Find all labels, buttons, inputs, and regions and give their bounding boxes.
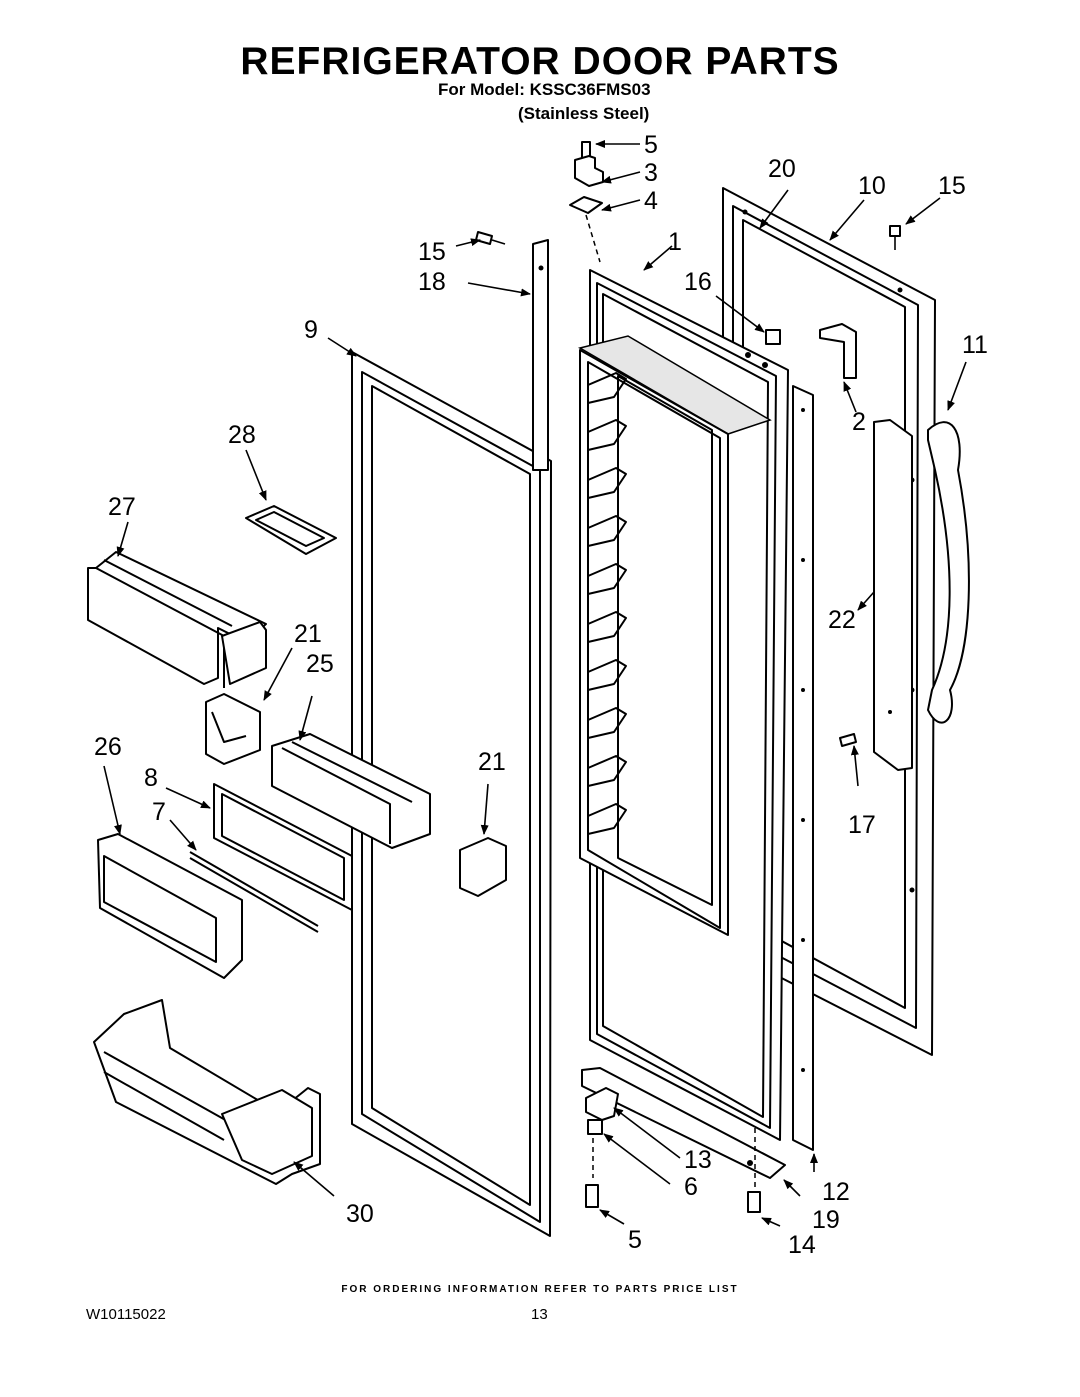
ordering-note: FOR ORDERING INFORMATION REFER TO PARTS … bbox=[341, 1284, 739, 1295]
callout-8: 8 bbox=[144, 764, 158, 792]
side-trim-strip bbox=[532, 239, 549, 471]
callout-1: 1 bbox=[668, 228, 682, 256]
lower-door-bin-30 bbox=[93, 999, 321, 1185]
callout-14: 14 bbox=[788, 1231, 816, 1259]
callout-6: 6 bbox=[684, 1173, 698, 1201]
callout-5-bottom: 5 bbox=[628, 1226, 642, 1254]
trim-strip-7 bbox=[189, 851, 319, 933]
callout-11: 11 bbox=[962, 331, 988, 359]
screw-left bbox=[475, 231, 506, 245]
bottom-hinge-assembly bbox=[581, 1067, 786, 1213]
upper-door-bin bbox=[87, 551, 267, 688]
handle-trim bbox=[873, 419, 913, 771]
callout-10: 10 bbox=[858, 172, 886, 200]
callout-18: 18 bbox=[418, 268, 446, 296]
callout-19: 19 bbox=[812, 1206, 840, 1234]
door-gasket bbox=[351, 351, 552, 1237]
callout-26: 26 bbox=[94, 733, 122, 761]
callout-21-mid: 21 bbox=[478, 748, 506, 776]
document-number: W10115022 bbox=[86, 1306, 166, 1323]
callout-3: 3 bbox=[644, 159, 658, 187]
bracket-part-2 bbox=[819, 323, 857, 379]
callout-21-top: 21 bbox=[294, 620, 322, 648]
leader-lines bbox=[103, 140, 967, 1227]
dispenser-cover-26 bbox=[97, 833, 243, 979]
callout-28: 28 bbox=[228, 421, 256, 449]
plug-part-16 bbox=[765, 329, 781, 345]
callout-4: 4 bbox=[644, 187, 658, 215]
callout-20: 20 bbox=[768, 155, 796, 183]
model-line: For Model: KSSC36FMS03 bbox=[438, 80, 651, 99]
cover-part-21b bbox=[459, 837, 507, 897]
callout-7: 7 bbox=[152, 798, 166, 826]
callout-30: 30 bbox=[346, 1200, 374, 1228]
top-hinge-assembly bbox=[569, 141, 604, 263]
gasket-strip bbox=[792, 385, 814, 1151]
callout-5-top: 5 bbox=[644, 131, 658, 159]
callout-25: 25 bbox=[306, 650, 334, 678]
callout-22: 22 bbox=[828, 606, 856, 634]
callout-27: 27 bbox=[108, 493, 136, 521]
door-handle bbox=[927, 421, 970, 724]
dispenser-housing-25 bbox=[271, 733, 431, 849]
callout-12: 12 bbox=[822, 1178, 850, 1206]
shelf-clips bbox=[587, 372, 627, 835]
small-tray-28 bbox=[245, 505, 337, 555]
callout-labels: 5 3 4 20 10 15 15 1 18 16 9 11 2 28 27 2… bbox=[94, 131, 988, 1259]
page-title: REFRIGERATOR DOOR PARTS bbox=[240, 40, 840, 83]
dispenser-frame-8 bbox=[213, 783, 353, 911]
callout-9: 9 bbox=[304, 316, 318, 344]
variant-line: (Stainless Steel) bbox=[518, 104, 650, 123]
callout-13: 13 bbox=[684, 1146, 712, 1174]
callout-16: 16 bbox=[684, 268, 712, 296]
door-liner bbox=[578, 269, 789, 1141]
screw-right-top bbox=[889, 225, 901, 250]
cover-part-21 bbox=[205, 693, 261, 765]
screw-part-17 bbox=[839, 733, 857, 747]
page-number: 13 bbox=[531, 1306, 548, 1323]
callout-17: 17 bbox=[848, 811, 876, 839]
callout-15-left: 15 bbox=[418, 238, 446, 266]
callout-2: 2 bbox=[852, 408, 866, 436]
callout-15-right: 15 bbox=[938, 172, 966, 200]
